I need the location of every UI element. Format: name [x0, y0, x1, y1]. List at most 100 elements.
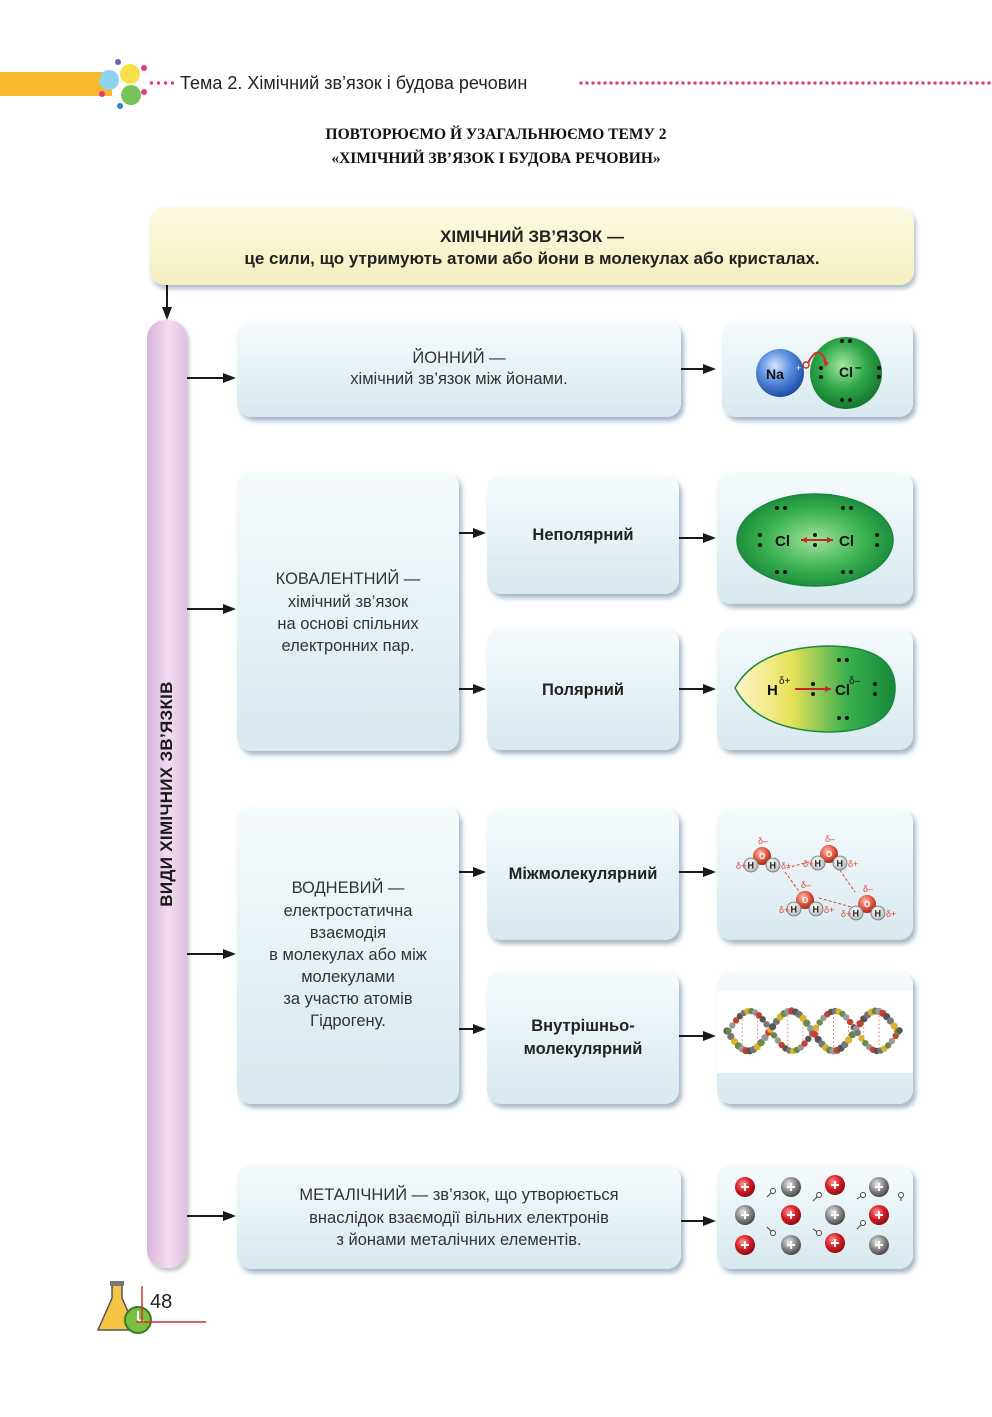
arrow-head	[473, 684, 486, 694]
arrow-head	[473, 528, 486, 538]
arrow-line	[459, 688, 473, 690]
delta-minus-label: δ–	[801, 880, 811, 890]
bond-types-bar	[147, 320, 187, 1268]
electron-icon	[898, 1192, 904, 1201]
electron-icon	[856, 1220, 866, 1230]
hydrogen-desc-3: в молекулах або між	[269, 946, 427, 964]
helix-atom	[803, 1019, 811, 1027]
nonpolar-bond-illustration: Cl Cl	[736, 493, 894, 587]
svg-text:H: H	[853, 909, 860, 919]
nonpolar-label: Неполярний	[532, 526, 634, 544]
delta-plus-label: δ+	[886, 909, 896, 919]
cl-right-label: Cl	[839, 533, 854, 550]
metallic-desc-1: МЕТАЛІЧНИЙ — зв’язок, що утворюється	[299, 1186, 619, 1204]
arrow-head	[703, 533, 716, 543]
definition-term: ХІМІЧНИЙ ЗВ’ЯЗОК —	[440, 227, 624, 246]
metal-lattice-illustration	[735, 1175, 904, 1255]
svg-text:H: H	[748, 861, 755, 871]
svg-text:–: –	[855, 360, 862, 374]
helix-atom	[725, 1027, 732, 1035]
delta-minus-label: δ–	[863, 884, 873, 894]
ionic-illustration-box: Na + Cl –	[722, 321, 913, 417]
arrow-head	[703, 1031, 716, 1041]
svg-text:H: H	[815, 859, 822, 869]
polar-label: Полярний	[542, 681, 624, 699]
helix-atom	[858, 1035, 865, 1042]
delta-minus-label: δ–	[849, 676, 861, 687]
arrow-line	[679, 1035, 703, 1037]
svg-text:H: H	[791, 905, 798, 915]
svg-text:O: O	[759, 852, 765, 861]
nonpolar-box: Неполярний	[487, 475, 679, 594]
nonpolar-illustration-box: Cl Cl	[717, 472, 913, 604]
polar-box: Полярний	[487, 628, 679, 750]
ionic-title: ЙОННИЙ —	[412, 349, 506, 367]
metal-ion-icon	[869, 1177, 889, 1197]
helix-atom	[757, 1039, 765, 1047]
metallic-box: МЕТАЛІЧНИЙ — зв’язок, що утворюється вна…	[237, 1165, 681, 1269]
chlorine-label: Cl	[839, 364, 853, 380]
electron-icon	[812, 1228, 822, 1236]
delta-plus-label: δ+	[803, 859, 813, 869]
hydrogen-desc-2: взаємодія	[309, 924, 387, 942]
topic-dots-icon	[95, 59, 147, 109]
metallic-desc-3: з йонами металічних елементів.	[336, 1231, 582, 1249]
delta-plus-label: δ+	[779, 676, 791, 687]
arrow-line	[459, 1028, 473, 1030]
helix-atom	[755, 1012, 763, 1019]
intramolecular-label-1: Внутрішньо-	[531, 1017, 635, 1035]
delta-minus-label: δ–	[825, 834, 835, 844]
helix-atom	[888, 1037, 896, 1045]
helix-atom	[763, 1021, 770, 1028]
cation-icon	[735, 1177, 755, 1197]
intramolecular-label-2: молекулярний	[523, 1040, 643, 1058]
helix-atom	[843, 1014, 850, 1021]
metal-ion-icon	[825, 1205, 845, 1225]
delta-plus-label: δ+	[848, 859, 858, 869]
page-number: 48	[150, 1291, 173, 1313]
polar-bond-illustration: H δ+ Cl δ–	[734, 645, 896, 733]
arrow-line	[679, 871, 703, 873]
arrow-head	[703, 364, 716, 374]
ionic-description: хімічний зв’язок між йонами.	[350, 370, 568, 388]
definition-box: ХІМІЧНИЙ ЗВ’ЯЗОК — це сили, що утримують…	[150, 207, 914, 285]
helix-atom	[729, 1022, 736, 1029]
helix-atom	[856, 1020, 864, 1028]
helix-atom	[845, 1036, 853, 1044]
cation-icon	[825, 1175, 845, 1195]
metal-ion-icon	[869, 1235, 889, 1255]
arrow-head	[703, 1216, 716, 1226]
helix-atom	[759, 1016, 766, 1023]
svg-text:O: O	[864, 900, 870, 909]
arrow-head	[223, 373, 236, 383]
helix-atom	[812, 1024, 820, 1032]
cl-left-label: Cl	[775, 533, 790, 550]
arrow-head	[223, 949, 236, 959]
helix-atom	[816, 1019, 823, 1026]
arrow-head	[473, 1024, 486, 1034]
cation-icon	[781, 1205, 801, 1225]
helix-atom	[774, 1037, 782, 1044]
helix-atom	[896, 1027, 903, 1034]
arrow-head	[223, 604, 236, 614]
section-heading-line1: ПОВТОРЮЄМО Й УЗАГАЛЬНЮЄМО ТЕМУ 2	[325, 126, 667, 143]
electron-icon	[856, 1192, 866, 1200]
arrow-line	[681, 368, 703, 370]
helix-atom	[727, 1032, 735, 1041]
hydrogen-desc-4: молекулами	[301, 968, 395, 986]
delta-plus-label: δ+	[779, 905, 789, 915]
helix-atom	[886, 1017, 894, 1025]
arrow-line	[187, 1215, 223, 1217]
helix-atom	[854, 1029, 861, 1037]
delta-plus-label: δ+	[736, 861, 746, 871]
covalent-title: КОВАЛЕНТНИЙ —	[275, 570, 421, 588]
arrow-head	[703, 867, 716, 877]
cation-icon	[735, 1235, 755, 1255]
svg-text:H: H	[837, 859, 844, 869]
delta-plus-label: δ+	[824, 905, 834, 915]
hydrogen-box: ВОДНЕВИЙ — електростатична взаємодія в м…	[237, 806, 459, 1104]
